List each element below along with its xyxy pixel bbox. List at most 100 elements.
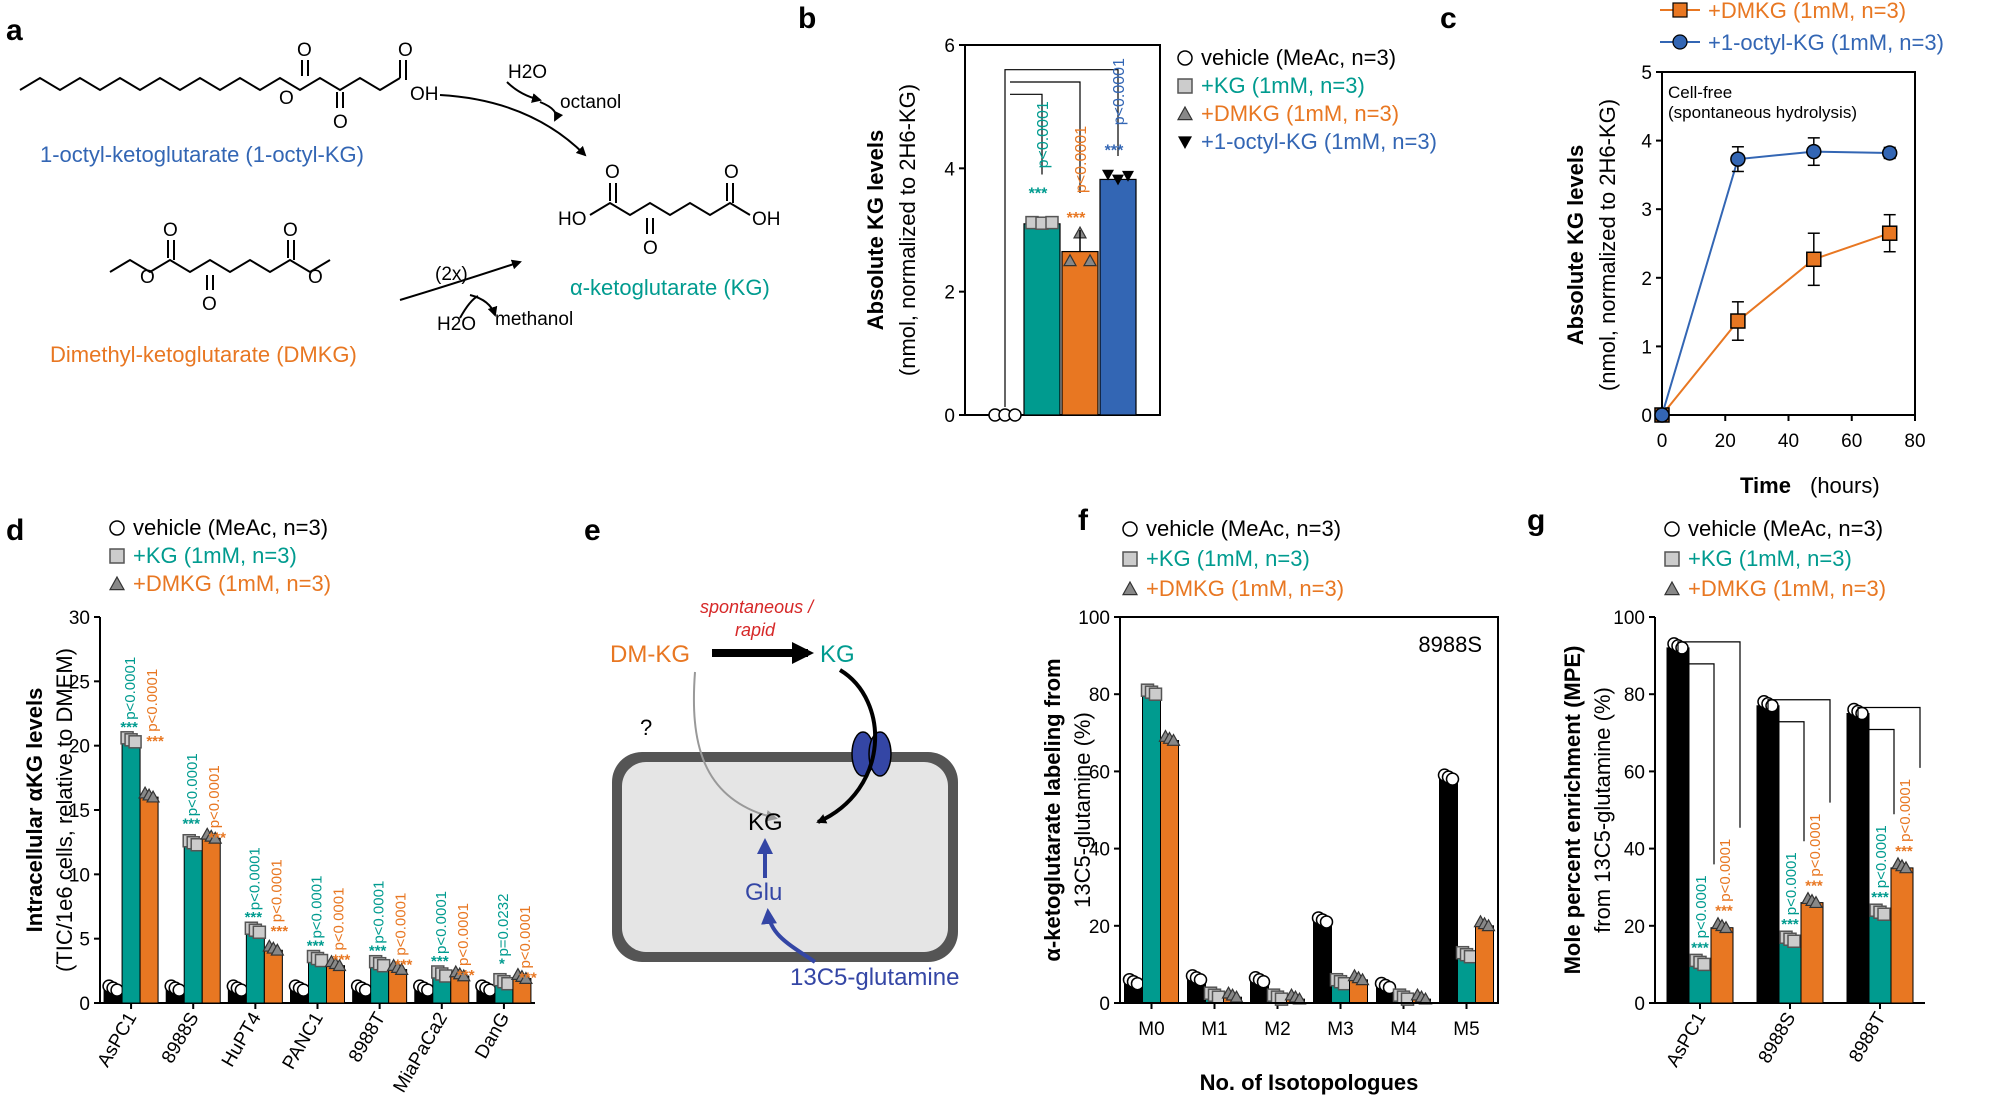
panel-b-pvalue: p<0.0001: [1111, 58, 1128, 125]
panel-b-bar: [1099, 178, 1137, 416]
panel-c-point: [1881, 145, 1898, 161]
panel-d-legend-label: +DMKG (1mM, n=3): [133, 571, 331, 596]
panel-d-pvalue: p<0.0001: [246, 847, 263, 910]
panel-d-legend-marker: [108, 575, 126, 591]
panel-d-point: [394, 962, 409, 975]
panel-b-point: [1082, 253, 1098, 267]
panel-c-point: [1881, 225, 1898, 241]
hydroxyl-label: HO: [558, 209, 587, 230]
panel-f-y-tick-label: 100: [1078, 608, 1110, 629]
panel-g-y-tick-label: 80: [1624, 685, 1645, 706]
panel-g-x-tick-label: 8988S: [1755, 1009, 1801, 1067]
panel-d-stars: ***: [271, 923, 289, 940]
panel-c-legend-label: +1-octyl-KG (1mM, n=3): [1708, 30, 1944, 55]
panel-g-pvalue: p<0.0001: [1897, 779, 1914, 842]
panel-c-point: [1654, 407, 1670, 423]
panel-d-point: [296, 983, 311, 997]
panel-d-point: [172, 983, 186, 997]
twox-label: (2x): [435, 264, 468, 285]
panel-f-y-label-line2: 13C5-glutamine (%): [1070, 712, 1095, 908]
panel-d-stars: ***: [395, 957, 413, 974]
panel-f-y-label-line1: α-ketoglutarate labeling from: [1040, 658, 1065, 961]
panel-b-pvalue: p<0.0001: [1073, 126, 1090, 193]
panel-d-x-tick-label: AsPC1: [94, 1009, 142, 1071]
panel-g-pvalue: p<0.0001: [1807, 814, 1824, 877]
uptake-arrow: [816, 668, 878, 824]
panel-d-y-label-line2: (TIC/1e6 cells, relative to DMEM): [52, 648, 77, 972]
panel-c-y-tick-label: 3: [1641, 200, 1652, 221]
panel-f-point: [1382, 980, 1397, 995]
panel-b-y-label: Absolute KG levels(nmol, normalized to 2…: [863, 84, 920, 376]
diffusion-arrow: [692, 671, 778, 822]
panel-c-point: [1730, 151, 1746, 167]
kg-name: α-ketoglutarate (KG): [570, 275, 770, 300]
panel-g-point: [1787, 934, 1801, 948]
panel-g-y-label-line2: from 13C5-glutamine (%): [1590, 687, 1615, 933]
panel-d-x-tick-label: 8988S: [158, 1009, 204, 1067]
schematic-rapid: rapid: [735, 620, 776, 640]
panel-g-stars: ***: [1715, 903, 1733, 920]
panel-d-point: [190, 837, 204, 852]
panel-g-legend-marker: [1663, 580, 1681, 596]
panel-b-bracket: [1010, 81, 1081, 193]
panel-g-y-tick-label: 60: [1624, 762, 1645, 783]
panel-f-point: [1166, 733, 1181, 746]
hydrolysis-arrow-dmkg: [399, 259, 522, 301]
panel-d-pvalue: p<0.0001: [517, 906, 534, 969]
panel-c-x-tick-label: 20: [1715, 431, 1736, 452]
panel-f-x-tick-label: M3: [1327, 1019, 1353, 1040]
panel-f-x-tick-label: M0: [1138, 1019, 1164, 1040]
oxygen-label: O: [724, 162, 739, 183]
panel-g-pvalue: p<0.0001: [1873, 825, 1890, 888]
panel-f-y-tick-label: 40: [1089, 840, 1110, 861]
panel-c-legend-marker: [1672, 2, 1688, 18]
panel-label-g: g: [1527, 504, 1545, 537]
panel-f-x-label: No. of Isotopologues: [1200, 1070, 1419, 1095]
panel-d-pvalue: p<0.0001: [371, 881, 388, 944]
panel-c-point: [1806, 251, 1822, 268]
panel-d-bar: [263, 949, 283, 1004]
panel-f-point: [1319, 915, 1334, 929]
panel-label-b: b: [798, 2, 816, 35]
panel-d-bar: [201, 837, 221, 1004]
panel-g-bracket: [1857, 706, 1921, 768]
panel-d-pvalue: p<0.0001: [393, 893, 410, 956]
panel-d-point: [110, 983, 124, 997]
panel-d-x-tick-label: HuPT4: [218, 1009, 266, 1071]
panel-g-stars: ***: [1691, 939, 1709, 956]
panel-c-x-label: Time: [1740, 473, 1791, 498]
panel-b-legend-marker: [1177, 78, 1193, 94]
panel-d-point: [128, 735, 142, 749]
panel-g-pvalue: p<0.0001: [1693, 875, 1710, 938]
oxygen-label: O: [605, 162, 620, 183]
panel-f-y-tick-label: 20: [1089, 917, 1110, 938]
panel-c-legend-marker: [1672, 34, 1688, 50]
panel-g-stars: ***: [1805, 878, 1823, 895]
panel-d-pvalue: p<0.0001: [184, 753, 201, 816]
panel-d-point: [518, 971, 533, 984]
panel-g-legend-label: vehicle (MeAc, n=3): [1688, 516, 1883, 541]
panel-f-point: [1481, 918, 1496, 932]
panel-b-stars: ***: [1067, 210, 1086, 227]
panel-g-y-tick-label: 40: [1624, 840, 1645, 861]
panel-g-pvalue: p<0.0001: [1717, 839, 1734, 902]
panel-b-point: [1112, 174, 1124, 186]
oxygen-label: O: [283, 220, 298, 241]
panel-d-y-tick-label: 25: [69, 672, 90, 693]
panel-b-y-tick-label: 2: [944, 283, 955, 304]
oxygen-label: O: [333, 112, 348, 133]
oxygen-label: O: [202, 294, 217, 315]
panel-d-y-tick-label: 10: [69, 865, 90, 886]
panel-b-point: [1122, 170, 1134, 182]
panel-f-frame: [1119, 616, 1499, 1004]
panel-b-y-label-line2: (nmol, normalized to 2H6-KG): [895, 84, 920, 376]
panel-d-legend-marker: [109, 548, 125, 564]
panel-f-point: [1463, 949, 1478, 964]
panel-b-pvalue: p<0.0001: [1035, 101, 1052, 168]
panel-d-x-tick-label: PANC1: [279, 1009, 328, 1073]
water-label: H2O: [508, 62, 547, 83]
panel-f-bar: [1457, 956, 1476, 1004]
panel-d-bar: [183, 844, 203, 1004]
hydrolysis-arrow-octyl: [439, 94, 587, 157]
